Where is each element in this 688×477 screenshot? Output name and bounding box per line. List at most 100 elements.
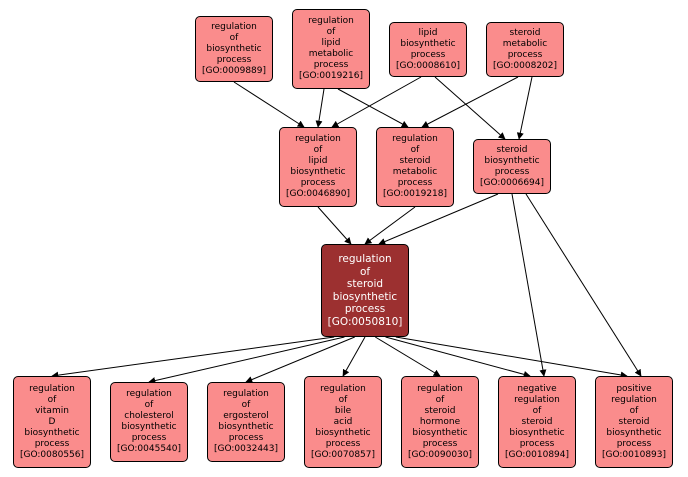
node-label-line: process (325, 438, 361, 449)
node-label-line: bile (334, 405, 352, 416)
node-label-line: metabolic (392, 167, 438, 177)
node-label-line: of (359, 265, 371, 278)
node-go-0045540[interactable]: regulation of cholesterol biosynthetic p… (110, 382, 188, 462)
node-go-0050810-focus[interactable]: regulation of steroid biosynthetic proce… (321, 244, 409, 337)
node-label-line: [GO:0008202] (492, 60, 558, 71)
node-label-line: of (47, 394, 57, 405)
node-label-line: process (313, 60, 349, 70)
node-label-line: steroid (521, 416, 553, 427)
node-label-line: [GO:0045540] (116, 444, 182, 454)
node-label-line: biosynthetic (412, 427, 468, 438)
node-label-line: process (34, 438, 70, 449)
node-label-line: biosynthetic (315, 427, 371, 438)
node-label-line: D (48, 416, 56, 427)
node-label-line: metabolic (502, 38, 548, 49)
node-go-0019218[interactable]: regulation of steroid metabolic process … (376, 127, 454, 207)
edge-n0006694-to-n0050810 (378, 193, 499, 245)
node-go-0080556[interactable]: regulation of vitamin D biosynthetic pro… (13, 376, 91, 468)
node-label-line: biosynthetic (484, 155, 540, 166)
node-go-0032443[interactable]: regulation of ergosterol biosynthetic pr… (207, 382, 285, 462)
node-go-0008202[interactable]: steroid metabolic process [GO:0008202] (486, 22, 564, 77)
node-label-line: steroid (399, 156, 431, 166)
node-label-line: [GO:0008610] (395, 60, 461, 71)
edge-n0019216-to-n0019218 (337, 88, 409, 128)
node-label-line: process (216, 54, 252, 65)
node-label-line: process (519, 438, 555, 449)
node-label-line: regulation (514, 394, 560, 405)
node-label-line: of (410, 145, 420, 155)
edge-n0008202-to-n0019218 (421, 76, 519, 128)
node-go-0010894[interactable]: negative regulation of steroid biosynthe… (498, 376, 576, 468)
node-label-line: regulation (211, 21, 257, 32)
node-label-line: process (131, 433, 167, 443)
node-label-line: regulation (308, 16, 354, 26)
node-label-line: regulation (29, 383, 75, 394)
node-label-line: [GO:0010893] (601, 449, 667, 460)
node-label-line: biosynthetic (206, 43, 262, 54)
edge-n0050810-to-n0080556 (51, 336, 335, 379)
node-label-line: of (144, 400, 154, 410)
node-go-0006694[interactable]: steroid biosynthetic process [GO:0006694… (473, 139, 551, 194)
node-label-line: steroid (509, 27, 541, 38)
node-label-line: biosynthetic (121, 422, 177, 432)
node-label-line: biosynthetic (606, 427, 662, 438)
node-label-line: positive (616, 383, 652, 394)
node-label-line: acid (333, 416, 353, 427)
node-label-line: process (494, 166, 530, 177)
node-label-line: of (313, 145, 323, 155)
node-go-0090030[interactable]: regulation of steroid hormone biosynthet… (401, 376, 479, 468)
edge-n0050810-to-n0070857 (342, 336, 366, 377)
edge-n0050810-to-n0010893 (395, 336, 628, 379)
node-label-line: steroid (618, 416, 650, 427)
node-label-line: regulation (223, 389, 269, 399)
node-label-line: process (397, 178, 433, 188)
node-label-line: ergosterol (223, 411, 269, 421)
node-label-line: of (241, 400, 251, 410)
node-label-line: [GO:0019216] (298, 71, 364, 81)
node-label-line: biosynthetic (400, 38, 456, 49)
edge-n0006694-to-n0010893 (525, 193, 642, 377)
node-label-line: hormone (419, 416, 461, 427)
node-go-0010893[interactable]: positive regulation of steroid biosynthe… (595, 376, 673, 468)
node-label-line: steroid (496, 144, 528, 155)
node-go-0046890[interactable]: regulation of lipid biosynthetic process… (279, 127, 357, 207)
node-go-0008610[interactable]: lipid biosynthetic process [GO:0008610] (389, 22, 467, 77)
node-label-line: metabolic (308, 49, 354, 59)
node-label-line: regulation (417, 383, 463, 394)
edge-n0006694-to-n0010894 (511, 193, 547, 377)
node-go-0019216[interactable]: regulation of lipid metabolic process [G… (292, 9, 370, 89)
node-label-line: regulation (338, 253, 392, 265)
node-label-line: [GO:0070857] (310, 449, 376, 460)
node-go-0070857[interactable]: regulation of bile acid biosynthetic pro… (304, 376, 382, 468)
node-label-line: steroid (424, 405, 456, 416)
node-label-line: regulation (295, 134, 341, 144)
node-go-0009889[interactable]: regulation of biosynthetic process [GO:0… (195, 16, 273, 82)
node-label-line: process (616, 438, 652, 449)
edge-n0019216-to-n0046890 (315, 88, 325, 128)
node-label-line: biosynthetic (290, 167, 346, 177)
node-label-line: process (410, 49, 446, 60)
node-label-line: of (532, 405, 542, 416)
node-label-line: [GO:0090030] (407, 449, 473, 460)
node-label-line: process (422, 438, 458, 449)
node-label-line: [GO:0046890] (285, 189, 351, 199)
node-label-line: regulation (611, 394, 657, 405)
edge-n0008610-to-n0046890 (331, 76, 422, 128)
node-label-line: biosynthetic (218, 422, 274, 432)
node-label-line: [GO:0006694] (479, 177, 545, 188)
node-label-line: of (229, 32, 239, 43)
edge-n0019218-to-n0050810 (364, 206, 416, 245)
edge-n0050810-to-n0032443 (245, 336, 355, 383)
node-label-line: vitamin (35, 405, 69, 416)
edge-n0008202-to-n0006694 (516, 76, 533, 140)
node-label-line: [GO:0009889] (201, 65, 267, 76)
node-label-line: steroid (346, 278, 384, 290)
node-label-line: [GO:0032443] (213, 444, 279, 454)
node-label-line: [GO:0019218] (382, 189, 448, 199)
node-label-line: biosynthetic (332, 290, 398, 303)
edge-n0050810-to-n0010894 (385, 336, 531, 378)
node-label-line: [GO:0050810] (327, 315, 403, 328)
node-label-line: lipid (308, 156, 328, 166)
